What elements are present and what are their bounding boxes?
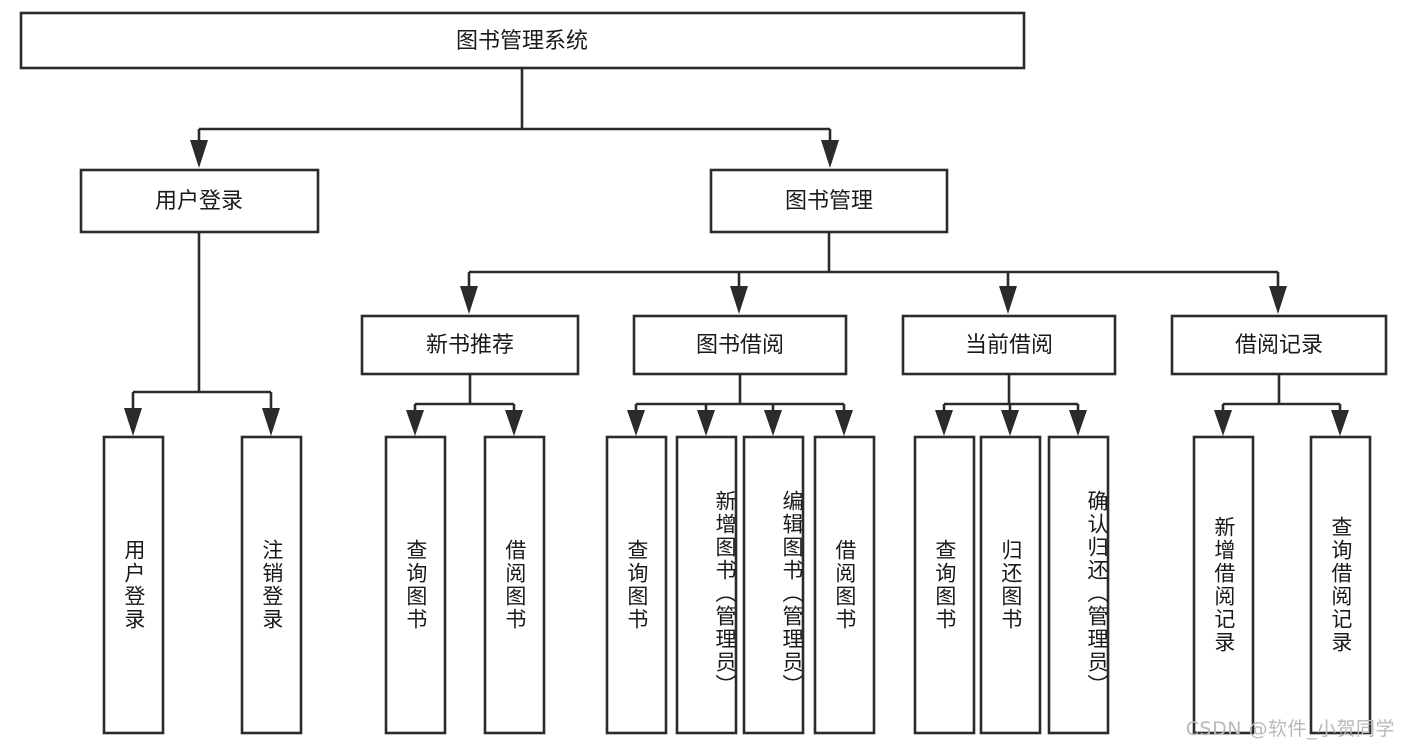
- node-book-borrow[interactable]: 图书借阅: [632, 314, 848, 376]
- node-user-login[interactable]: 用户登录: [79, 168, 320, 234]
- arrow-head-icon: [764, 410, 782, 436]
- leaf-box-add-book[interactable]: [675, 435, 738, 735]
- node-current-borrow[interactable]: 当前借阅: [901, 314, 1117, 376]
- leaf-box-borrow-book-1[interactable]: [483, 435, 546, 735]
- arrow-head-icon: [697, 410, 715, 436]
- node-borrow-record-label: 借阅记录: [1235, 333, 1323, 358]
- connector-book-borrow-to-leaves: [627, 374, 853, 436]
- leaf-box-user-login[interactable]: [102, 435, 165, 735]
- leaf-box-edit-book[interactable]: [742, 435, 805, 735]
- node-user-login-label: 用户登录: [155, 189, 243, 214]
- arrow-head-icon: [124, 408, 142, 436]
- node-book-manage-label: 图书管理: [785, 189, 873, 214]
- leaf-box-query-record[interactable]: [1309, 435, 1372, 735]
- csdn-watermark: CSDN @软件_小贺同学: [1185, 718, 1395, 740]
- connector-borrow-record-to-leaves: [1214, 374, 1349, 436]
- arrow-head-icon: [821, 140, 839, 168]
- arrow-head-icon: [1269, 286, 1287, 314]
- arrow-head-icon: [999, 286, 1017, 314]
- arrow-head-icon: [1001, 410, 1019, 436]
- arrow-head-icon: [262, 408, 280, 436]
- node-root[interactable]: 图书管理系统: [19, 11, 1026, 70]
- node-new-book-recommend-box: [360, 314, 580, 376]
- leaf-box-logout-login[interactable]: [240, 435, 303, 735]
- arrow-head-icon: [190, 140, 208, 168]
- arrow-head-icon: [730, 286, 748, 314]
- node-current-borrow-box: [901, 314, 1117, 376]
- node-book-manage[interactable]: 图书管理: [709, 168, 949, 234]
- node-new-book-recommend[interactable]: 新书推荐: [360, 314, 580, 376]
- arrow-head-icon: [835, 410, 853, 436]
- leaf-box-query-book-3[interactable]: [913, 435, 976, 735]
- node-new-book-recommend-label: 新书推荐: [426, 333, 514, 358]
- connector-current-borrow-to-leaves: [935, 374, 1087, 436]
- arrow-head-icon: [1069, 410, 1087, 436]
- node-current-borrow-label: 当前借阅: [965, 333, 1053, 358]
- leaf-box-query-book-2[interactable]: [605, 435, 668, 735]
- node-book-borrow-label: 图书借阅: [696, 333, 784, 358]
- node-user-login-box: [79, 168, 320, 234]
- connector-new-book-recommend-to-leaves: [406, 374, 523, 436]
- arrow-head-icon: [505, 410, 523, 436]
- node-root-box: [19, 11, 1026, 70]
- arrow-head-icon: [406, 410, 424, 436]
- node-root-label: 图书管理系统: [456, 29, 588, 54]
- arrow-head-icon: [1214, 410, 1232, 436]
- leaf-box-return-book[interactable]: [979, 435, 1042, 735]
- node-borrow-record[interactable]: 借阅记录: [1170, 314, 1388, 376]
- connector-book-manage-to-level3: [460, 232, 1287, 314]
- connector-user-login-to-leaves: [124, 232, 280, 436]
- arrow-head-icon: [627, 410, 645, 436]
- connector-root-to-level2: [190, 68, 839, 168]
- arrow-head-icon: [935, 410, 953, 436]
- arrow-head-icon: [460, 286, 478, 314]
- leaf-box-borrow-book-2[interactable]: [813, 435, 876, 735]
- leaf-box-confirm-return[interactable]: [1047, 435, 1110, 735]
- leaf-box-add-record[interactable]: [1192, 435, 1255, 735]
- leaf-box-query-book-1[interactable]: [384, 435, 447, 735]
- arrow-head-icon: [1331, 410, 1349, 436]
